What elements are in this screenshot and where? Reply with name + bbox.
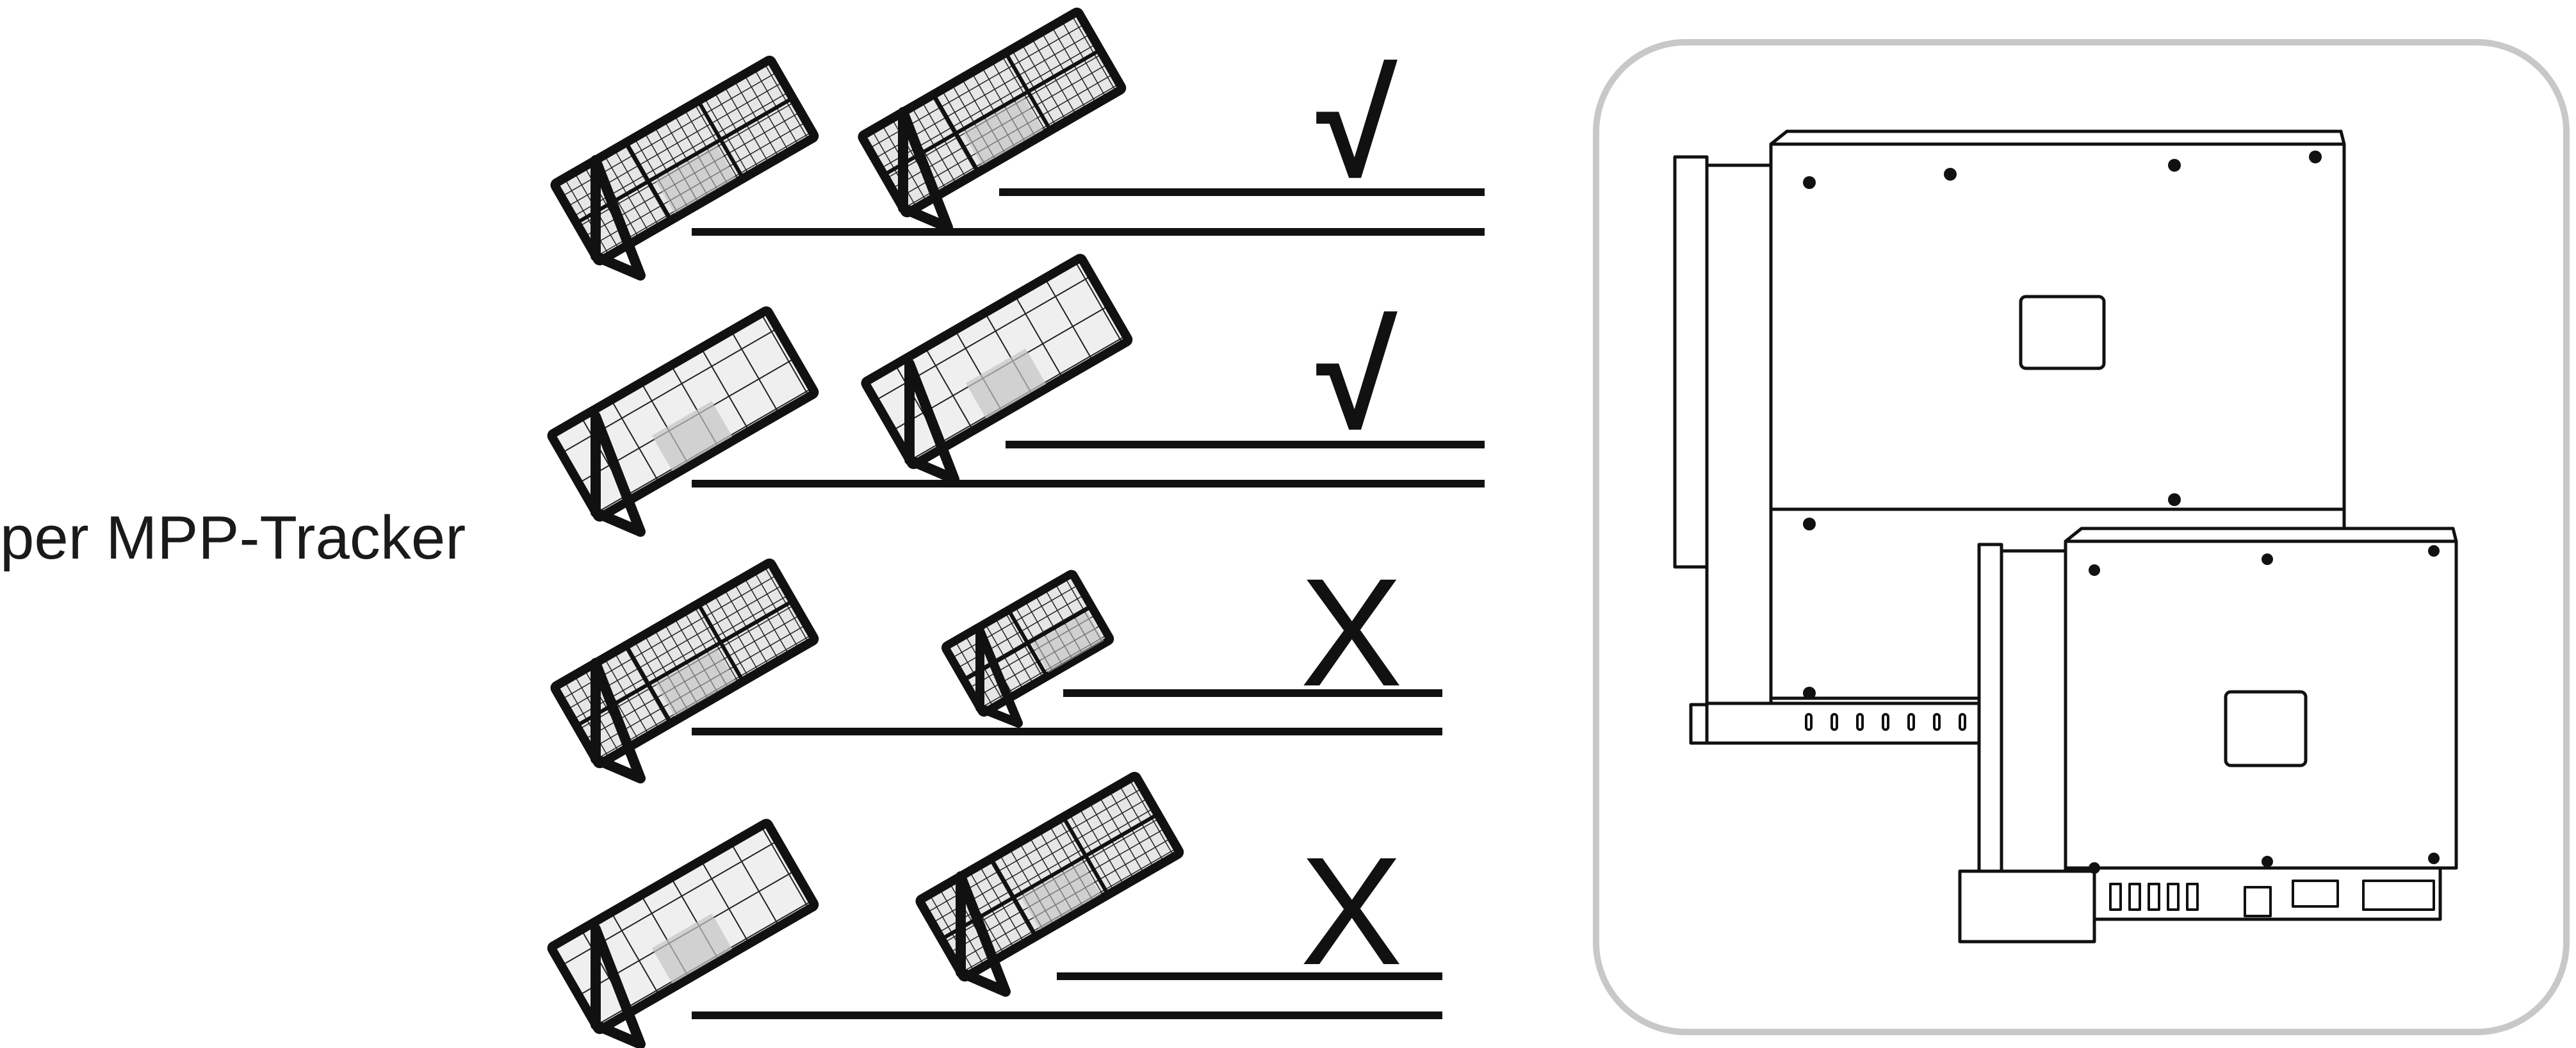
solar-panel-icon: [551, 310, 815, 532]
string-row-1: √: [554, 11, 1485, 275]
check-mark-icon: √: [1316, 43, 1398, 208]
cross-mark-icon: X: [1300, 825, 1403, 997]
string-row-2: √: [551, 258, 1485, 532]
solar-panel-icon: [554, 59, 815, 275]
inverter-small-icon: [1958, 527, 2458, 944]
check-mark-icon: √: [1316, 295, 1398, 459]
solar-panel-icon: [919, 775, 1180, 992]
solar-panel-icon: [554, 562, 815, 778]
solar-panel-icon: [551, 823, 815, 1044]
string-row-4: X: [551, 775, 1442, 1044]
cross-mark-icon: X: [1300, 546, 1403, 718]
solar-panel-icon: [945, 573, 1111, 723]
string-row-3: X: [554, 546, 1442, 778]
caption-per-mpp-tracker: per MPP-Tracker: [0, 504, 466, 572]
